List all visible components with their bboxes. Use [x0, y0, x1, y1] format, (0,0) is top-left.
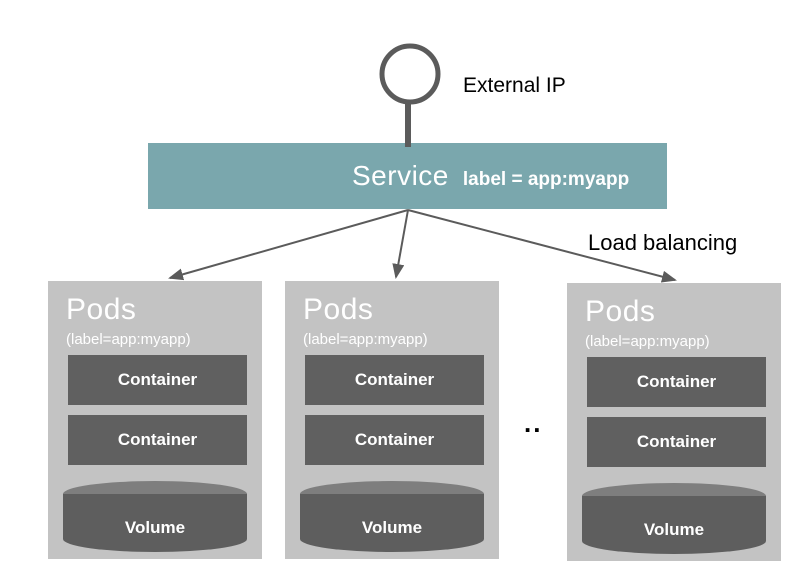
load-balancing-label: Load balancing [588, 230, 738, 255]
container-box: Container [68, 415, 247, 465]
volume-label: Volume [361, 518, 423, 537]
cylinder-body: Volume [582, 496, 766, 554]
container-label: Container [636, 372, 717, 391]
volume-cylinder: Volume [582, 483, 766, 554]
volume-cylinder: Volume [63, 481, 247, 552]
more-pods-ellipsis: .. [524, 408, 543, 438]
pod-selector-label: (label=app:myapp) [303, 331, 428, 348]
container-label: Container [636, 432, 717, 451]
pod-selector-label: (label=app:myapp) [66, 331, 191, 348]
service-selector-label: label = app:myapp [462, 169, 630, 190]
service-bar: Service label = app:myapp [148, 143, 667, 209]
volume-label: Volume [643, 520, 705, 539]
volume-label: Volume [124, 518, 186, 537]
pod-title: Pods [303, 293, 374, 326]
container-label: Container [117, 430, 198, 449]
container-label: Container [354, 370, 435, 389]
container-label: Container [117, 370, 198, 389]
volume-cylinder: Volume [300, 481, 484, 552]
arrow-to-pod-2 [392, 209, 409, 279]
cylinder-body: Volume [63, 494, 247, 552]
container-box: Container [305, 355, 484, 405]
pod-title: Pods [66, 293, 137, 326]
service-title: Service [352, 160, 449, 191]
container-label: Container [354, 430, 435, 449]
pod-title: Pods [585, 295, 656, 328]
container-box: Container [587, 357, 766, 407]
arrow-to-pod-1 [168, 209, 409, 281]
container-box: Container [587, 417, 766, 467]
external-ip-circle [379, 43, 441, 105]
pod-box: Pods (label=app:myapp) Container Contain… [285, 281, 499, 559]
pod-box: Pods (label=app:myapp) Container Contain… [48, 281, 262, 559]
container-box: Container [68, 355, 247, 405]
pod-box: Pods (label=app:myapp) Container Contain… [567, 283, 781, 561]
container-box: Container [305, 415, 484, 465]
pod-selector-label: (label=app:myapp) [585, 333, 710, 350]
external-ip-label: External IP [463, 74, 566, 97]
cylinder-body: Volume [300, 494, 484, 552]
